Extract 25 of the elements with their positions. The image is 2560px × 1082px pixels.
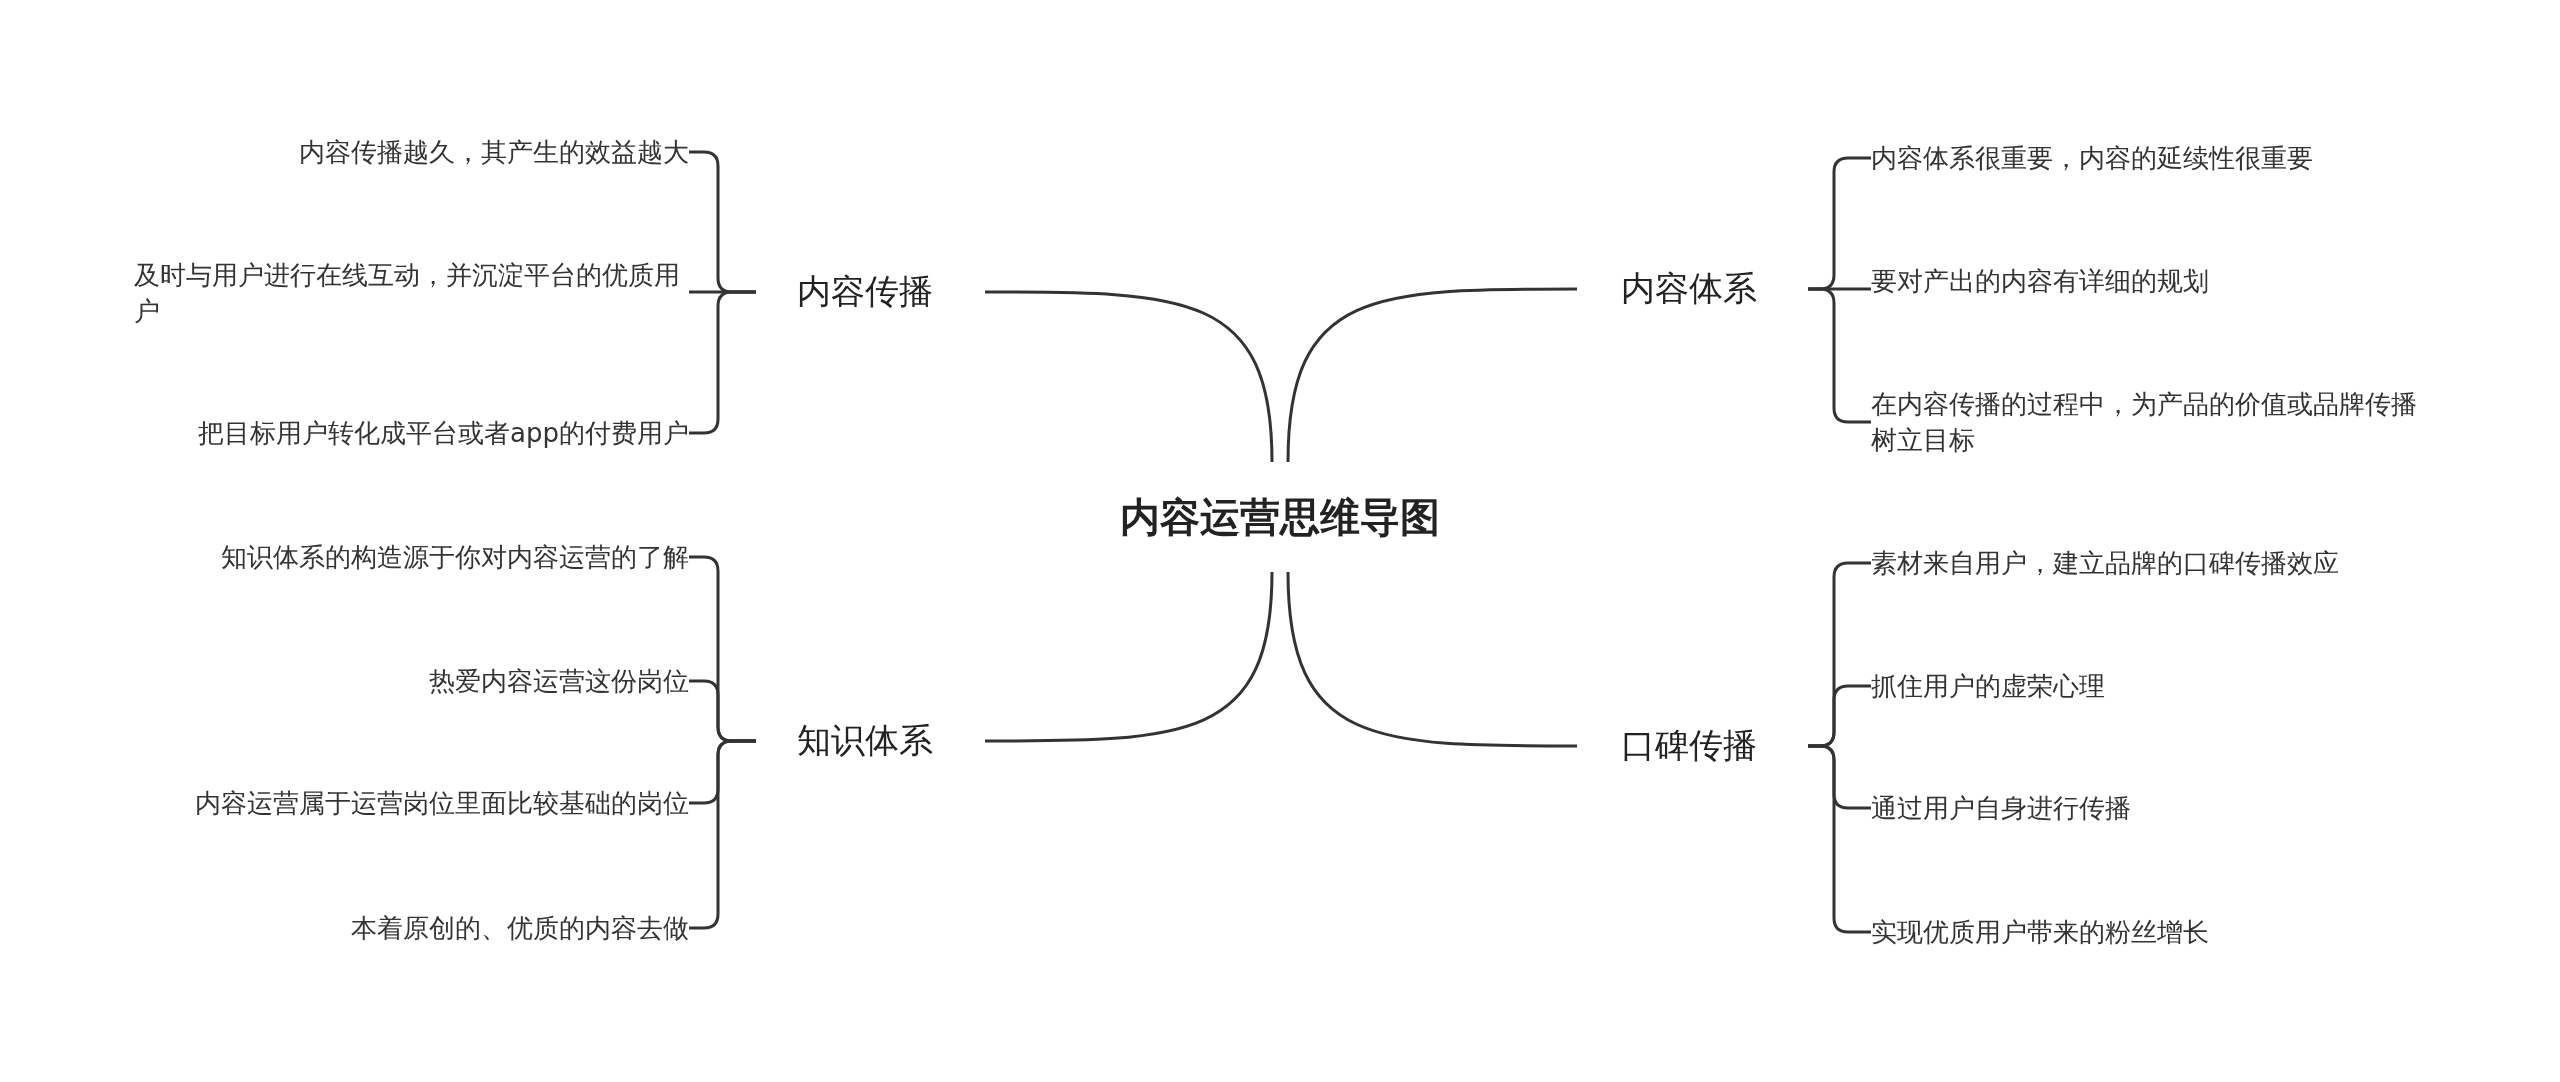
connector-line bbox=[985, 290, 1274, 463]
subtopic-text: 内容运营属于运营岗位里面比较基础的岗位 bbox=[195, 787, 689, 820]
subtopic-text: 内容传播越久，其产生的效益越大 bbox=[299, 136, 689, 169]
subtopic-text: 通过用户自身进行传播 bbox=[1871, 792, 2131, 825]
subtopic-text: 实现优质用户带来的粉丝增长 bbox=[1871, 916, 2209, 949]
connector-line bbox=[1286, 287, 1577, 463]
connector-line bbox=[985, 571, 1274, 743]
subtopic-text: 要对产出的内容有详细的规划 bbox=[1871, 265, 2209, 298]
branch-topic: 口碑传播 bbox=[1621, 724, 1757, 767]
central-topic: 内容运营思维导图 bbox=[1120, 492, 1440, 542]
connector-line bbox=[1808, 744, 1871, 934]
subtopic-text: 本着原创的、优质的内容去做 bbox=[351, 912, 689, 945]
subtopic-text: 在内容传播的过程中，为产品的价值或品牌传播树立目标 bbox=[1871, 388, 2418, 457]
subtopic-text: 素材来自用户，建立品牌的口碑传播效应 bbox=[1871, 547, 2339, 580]
subtopic-text: 把目标用户转化成平台或者app的付费用户 bbox=[198, 417, 689, 450]
connector-line bbox=[1286, 571, 1577, 748]
subtopic-text: 及时与用户进行在线互动，并沉淀平台的优质用户 bbox=[134, 259, 681, 328]
subtopic-text: 知识体系的构造源于你对内容运营的了解 bbox=[221, 541, 689, 574]
connector-line bbox=[1808, 287, 1871, 424]
branch-topic: 内容传播 bbox=[797, 270, 933, 313]
subtopic-text: 内容体系很重要，内容的延续性很重要 bbox=[1871, 142, 2313, 175]
branch-topic: 内容体系 bbox=[1621, 267, 1757, 310]
subtopic-text: 热爱内容运营这份岗位 bbox=[429, 665, 689, 698]
subtopic-text: 抓住用户的虚荣心理 bbox=[1871, 670, 2105, 703]
branch-topic: 知识体系 bbox=[797, 719, 933, 762]
